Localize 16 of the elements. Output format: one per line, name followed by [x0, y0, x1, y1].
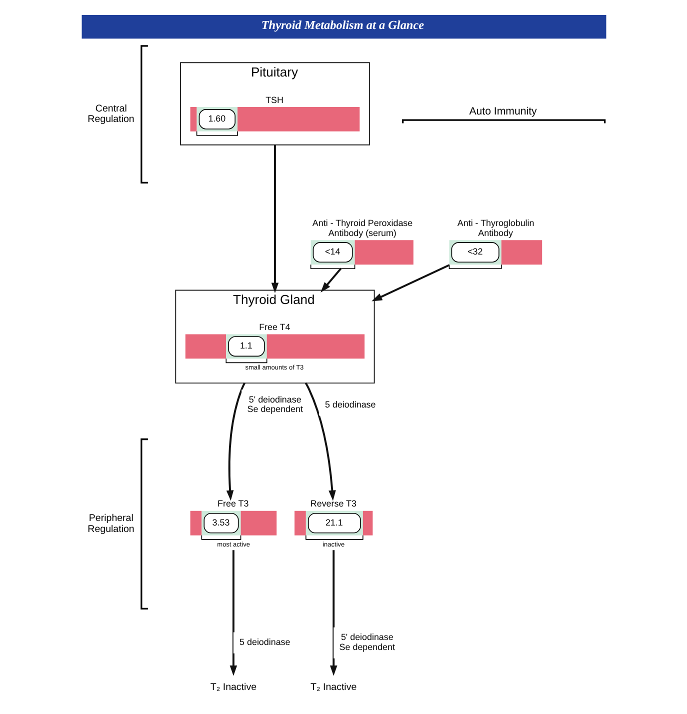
node-text: T₂ Inactive: [310, 682, 356, 694]
edge-label: 5 deiodinase: [324, 399, 376, 410]
label: Central Regulation: [87, 104, 134, 126]
node-label: Anti - Thyroid Peroxidase Antibody (serum): [312, 218, 412, 238]
node-label: Anti - Thyroglobulin Antibody: [456, 218, 534, 238]
node-label: TSH: [265, 94, 283, 105]
node-label: Reverse T3: [310, 498, 356, 509]
edge-label: 5 deiodinase: [239, 637, 290, 648]
label: Peripheral Regulation: [87, 513, 134, 535]
node-text: T₂ Inactive: [210, 682, 256, 694]
edge-label: 5' deiodinase Se dependent: [338, 632, 394, 652]
node-label: Free T3: [217, 498, 248, 509]
edge-label: 5' deiodinase Se dependent: [246, 394, 302, 414]
diagram-title: Thyroid Metabolism at a Glance: [260, 18, 424, 32]
label: Auto Immunity: [468, 106, 536, 118]
node-label: Free T4: [258, 322, 290, 332]
